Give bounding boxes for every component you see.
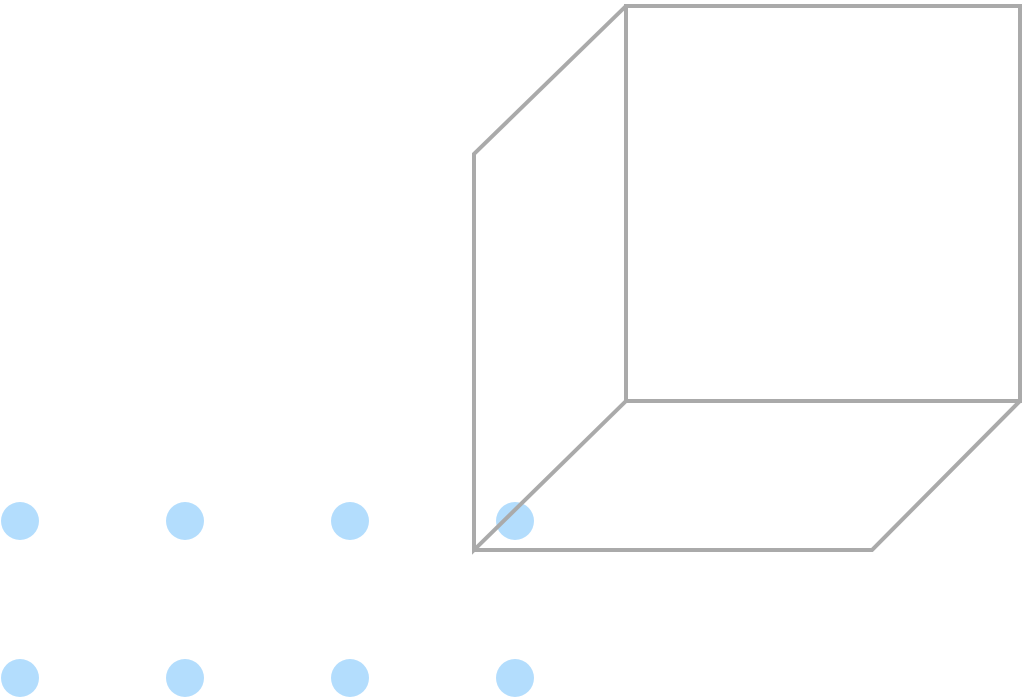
cube-back-face	[624, 4, 1022, 403]
grid-dot	[166, 502, 204, 540]
wireframe-cube	[472, 4, 1022, 555]
cube-left-face	[472, 4, 628, 555]
grid-dot	[331, 659, 369, 697]
grid-dot	[496, 502, 534, 540]
cube-bottom-face	[474, 399, 1022, 552]
dot-grid	[1, 502, 534, 697]
grid-dot	[1, 502, 39, 540]
grid-dot	[496, 659, 534, 697]
grid-dot	[166, 659, 204, 697]
grid-dot	[331, 502, 369, 540]
grid-dot	[1, 659, 39, 697]
